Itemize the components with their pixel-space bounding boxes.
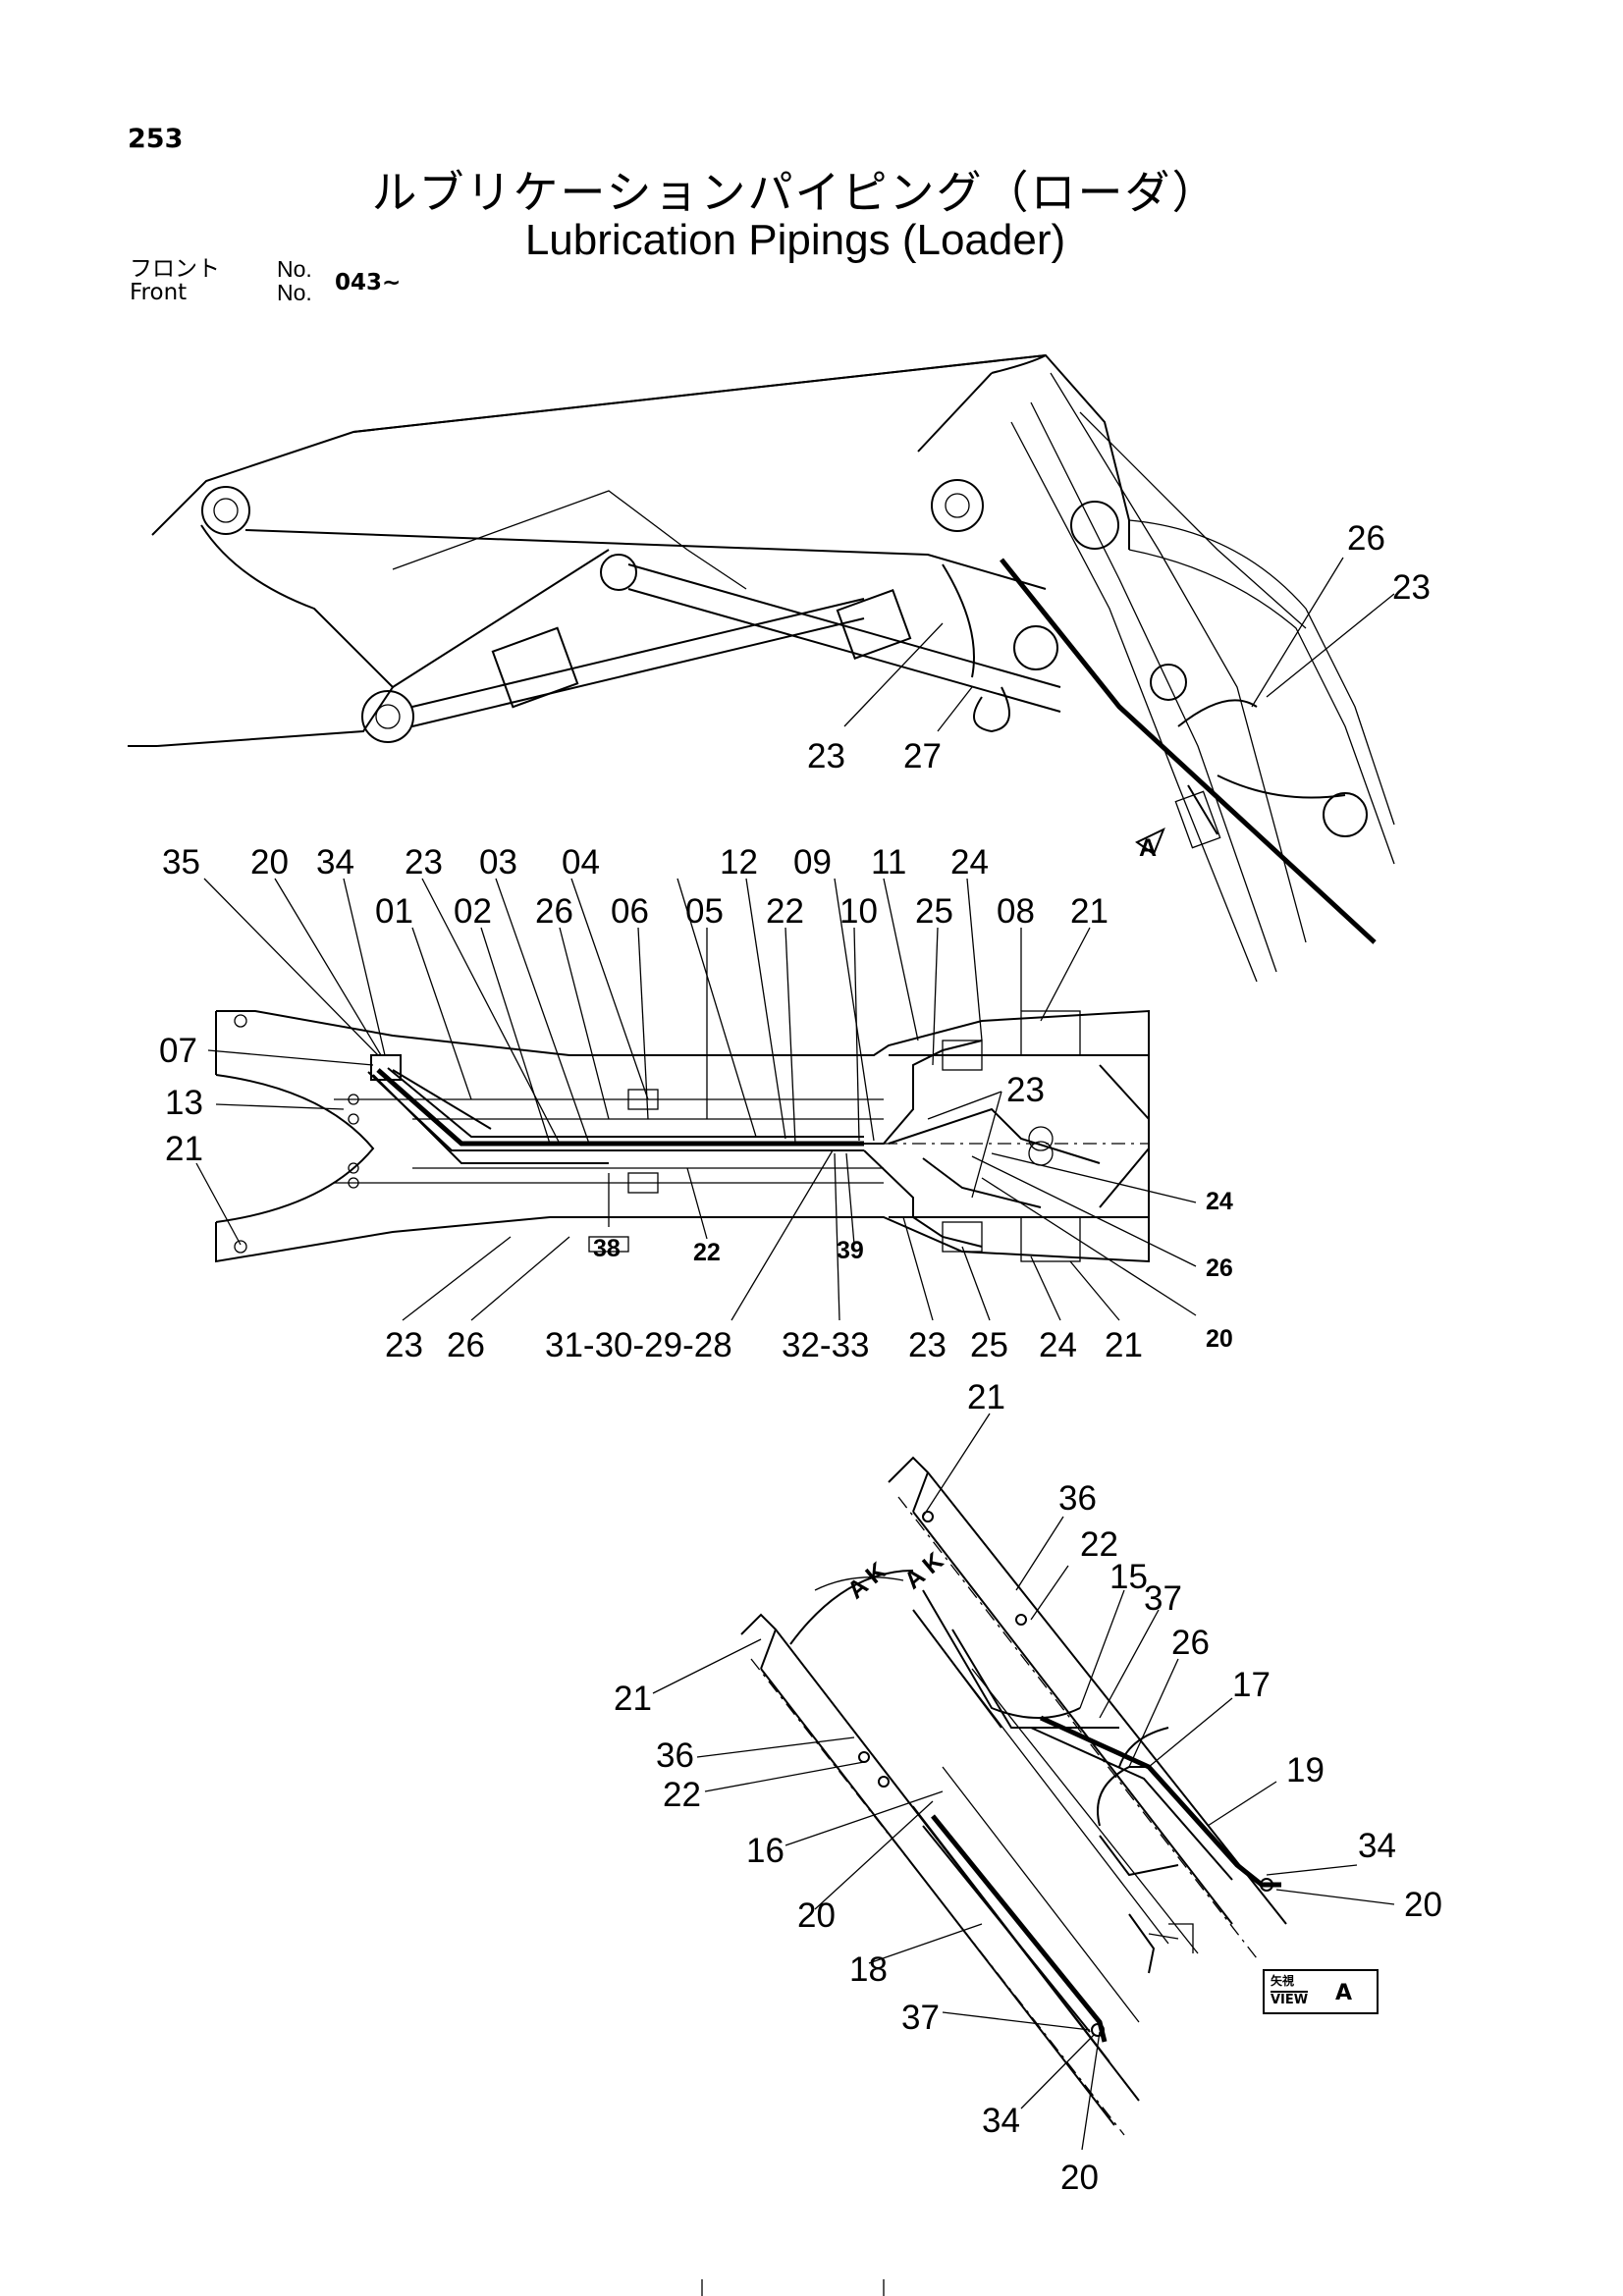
callout-02: 02 bbox=[454, 892, 492, 931]
callout-34: 34 bbox=[316, 843, 354, 881]
callout-21: 21 bbox=[1105, 1326, 1143, 1364]
no-label-2: No. bbox=[277, 280, 312, 305]
callout-36: 36 bbox=[1058, 1479, 1097, 1518]
callout-15: 15 bbox=[1109, 1558, 1148, 1596]
callout-22: 22 bbox=[693, 1239, 721, 1266]
callout-22: 22 bbox=[663, 1776, 701, 1814]
front-label-en: Front bbox=[130, 280, 188, 305]
callout-20: 20 bbox=[1404, 1886, 1442, 1924]
callout-38: 38 bbox=[593, 1235, 621, 1262]
callout-22: 22 bbox=[766, 892, 804, 931]
callout-34: 34 bbox=[982, 2102, 1020, 2140]
callout-13: 13 bbox=[165, 1084, 203, 1122]
callout-21: 21 bbox=[967, 1378, 1005, 1416]
svg-text:A: A bbox=[1139, 834, 1157, 862]
callout-37: 37 bbox=[901, 1999, 940, 2037]
view-a-callouts: 21 36 22 15 37 26 17 19 34 20 21 36 22 1… bbox=[614, 1378, 1442, 2197]
callout-17: 17 bbox=[1232, 1666, 1271, 1704]
callout-05: 05 bbox=[685, 892, 724, 931]
callout-25: 25 bbox=[915, 892, 953, 931]
callout-10: 10 bbox=[839, 892, 878, 931]
top-view-callouts: 26 23 23 27 A bbox=[807, 519, 1431, 862]
view-a-arrow-icon: A bbox=[1135, 827, 1165, 862]
callout-21: 21 bbox=[165, 1130, 203, 1168]
callout-37: 37 bbox=[1144, 1579, 1182, 1618]
callout-01: 01 bbox=[375, 892, 413, 931]
callout-20: 20 bbox=[250, 843, 289, 881]
callout-23: 23 bbox=[385, 1326, 423, 1364]
callout-06: 06 bbox=[611, 892, 649, 931]
view-label-letter: A bbox=[1335, 1981, 1353, 2005]
callout-23: 23 bbox=[908, 1326, 947, 1364]
callout-23: 23 bbox=[405, 843, 443, 881]
page-title-english: Lubrication Pipings (Loader) bbox=[524, 216, 1066, 264]
view-label-en: VIEW bbox=[1271, 1991, 1309, 2007]
callout-24: 24 bbox=[1206, 1188, 1233, 1215]
ak-mark-1: A K bbox=[842, 1557, 892, 1605]
callout-26: 26 bbox=[535, 892, 573, 931]
callout-11: 11 bbox=[871, 843, 906, 881]
plan-view-callouts: 35 20 34 23 03 04 12 09 11 24 01 02 26 0… bbox=[159, 843, 1233, 1364]
view-a-detail: A K A K bbox=[740, 1456, 1287, 2136]
page-number: 253 bbox=[128, 124, 184, 154]
callout-20: 20 bbox=[1206, 1325, 1233, 1353]
boom-side-view bbox=[128, 353, 1395, 983]
callout-16: 16 bbox=[746, 1832, 784, 1870]
callout-39: 39 bbox=[837, 1237, 864, 1264]
callout-35: 35 bbox=[162, 843, 200, 881]
callout-21: 21 bbox=[1070, 892, 1109, 931]
callout-18: 18 bbox=[849, 1950, 888, 1989]
callout-03: 03 bbox=[479, 843, 517, 881]
callout-24: 24 bbox=[950, 843, 989, 881]
callout-32-33: 32-33 bbox=[782, 1326, 870, 1364]
callout-26: 26 bbox=[1206, 1255, 1233, 1282]
ak-mark-2: A K bbox=[899, 1547, 948, 1595]
page-title-japanese: ルブリケーションパイピング（ローダ） bbox=[371, 166, 1219, 219]
front-label-jp: フロント bbox=[130, 256, 220, 282]
serial-number: 043~ bbox=[335, 270, 402, 295]
callout-22: 22 bbox=[1080, 1525, 1118, 1564]
callout-19: 19 bbox=[1286, 1751, 1325, 1789]
callout-26: 26 bbox=[1347, 519, 1385, 558]
callout-12: 12 bbox=[720, 843, 758, 881]
callout-24: 24 bbox=[1039, 1326, 1077, 1364]
callout-27: 27 bbox=[903, 737, 942, 775]
callout-36: 36 bbox=[656, 1736, 694, 1775]
callout-21: 21 bbox=[614, 1680, 652, 1718]
callout-34: 34 bbox=[1358, 1827, 1396, 1865]
callout-26: 26 bbox=[447, 1326, 485, 1364]
no-label-1: No. bbox=[277, 256, 312, 282]
callout-26: 26 bbox=[1171, 1624, 1210, 1662]
boom-plan-view bbox=[215, 1009, 1150, 1263]
callout-25: 25 bbox=[970, 1326, 1008, 1364]
callout-23: 23 bbox=[1392, 568, 1431, 607]
callout-23: 23 bbox=[1006, 1071, 1045, 1109]
scan-marks bbox=[701, 2279, 885, 2296]
callout-23: 23 bbox=[807, 737, 845, 775]
callout-08: 08 bbox=[997, 892, 1035, 931]
view-label-jp: 矢視 bbox=[1271, 1974, 1295, 1988]
callout-09: 09 bbox=[793, 843, 832, 881]
callout-07: 07 bbox=[159, 1032, 197, 1070]
view-a-label-box: 矢視 VIEW A bbox=[1263, 1969, 1379, 2014]
callout-31-30-29-28: 31-30-29-28 bbox=[545, 1326, 732, 1364]
callout-04: 04 bbox=[562, 843, 600, 881]
front-serial-block: フロント No. Front No. 043~ bbox=[130, 257, 401, 304]
callout-20: 20 bbox=[1060, 2159, 1099, 2197]
callout-20: 20 bbox=[797, 1896, 836, 1935]
